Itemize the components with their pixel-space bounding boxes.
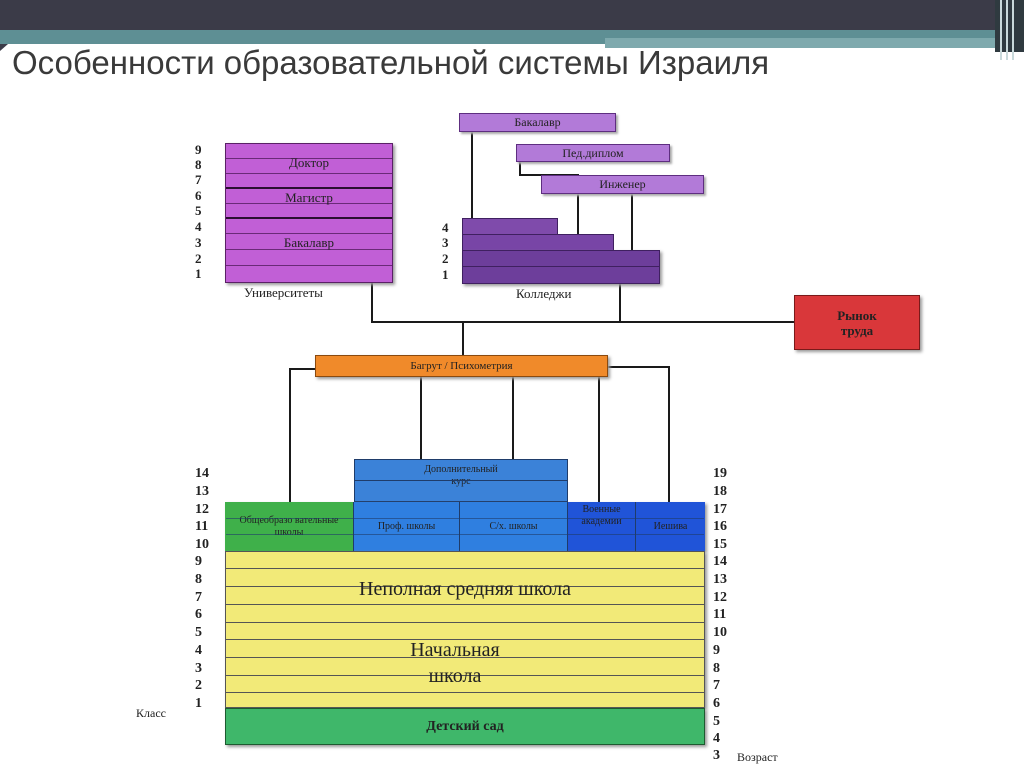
connector-line — [598, 377, 600, 502]
track-general-schools: Общеобразо вательные школы — [225, 502, 354, 551]
connector-line — [577, 174, 579, 234]
connector-line — [420, 377, 422, 459]
connector-line — [519, 161, 521, 175]
header-divider — [1012, 0, 1014, 60]
header-corner-block — [995, 0, 1024, 52]
kindergarten-box: Детский сад — [225, 708, 705, 745]
slide-title: Особенности образовательной системы Изра… — [12, 44, 770, 81]
connector-line — [471, 130, 473, 220]
degree-master: Магистр — [285, 190, 333, 205]
header-corner-triangle — [0, 44, 8, 51]
universities-label: Университеты — [244, 285, 323, 300]
universities-block — [225, 143, 393, 283]
college-step-3 — [462, 234, 614, 251]
connector-line — [371, 283, 373, 323]
track-vocational-schools: Проф. школы — [354, 502, 460, 551]
college-degree-bachelor: Бакалавр — [459, 113, 616, 132]
connector-line — [512, 377, 514, 459]
degree-doctor: Доктор — [288, 155, 330, 170]
connector-line — [619, 283, 621, 323]
connector-line — [289, 368, 291, 502]
bagrut-box: Багрут / Психометрия — [315, 355, 608, 377]
college-step-4 — [462, 218, 558, 235]
connector-line — [289, 368, 316, 370]
college-step-1-2 — [462, 250, 660, 284]
track-agricultural-schools: С/х. школы — [460, 502, 568, 551]
connector-line — [607, 366, 670, 368]
degree-bachelor-university: Бакалавр — [283, 235, 335, 250]
connector-line — [668, 366, 670, 502]
track-yeshiva: Иешива — [636, 502, 705, 551]
connector-line — [631, 192, 633, 250]
school-block — [225, 551, 705, 708]
connector-line — [462, 321, 464, 355]
header-bar — [0, 0, 1024, 30]
header-divider — [1006, 0, 1008, 60]
college-degree-teaching: Пед.диплом — [516, 144, 670, 162]
labor-market-box: Рынок труда — [794, 295, 920, 350]
header-stripe-accent — [605, 38, 1000, 48]
track-military-academies: Военные академии — [568, 502, 636, 551]
primary-label: Начальная школа — [410, 639, 500, 687]
connector-line — [371, 321, 795, 323]
age-axis-label: Возраст — [737, 750, 778, 764]
colleges-label: Колледжи — [516, 286, 572, 301]
header-divider — [1000, 0, 1002, 60]
junior-high-label: Неполная средняя школа — [359, 578, 571, 600]
class-axis-label: Класс — [136, 706, 166, 720]
college-degree-engineer: Инженер — [541, 175, 704, 194]
